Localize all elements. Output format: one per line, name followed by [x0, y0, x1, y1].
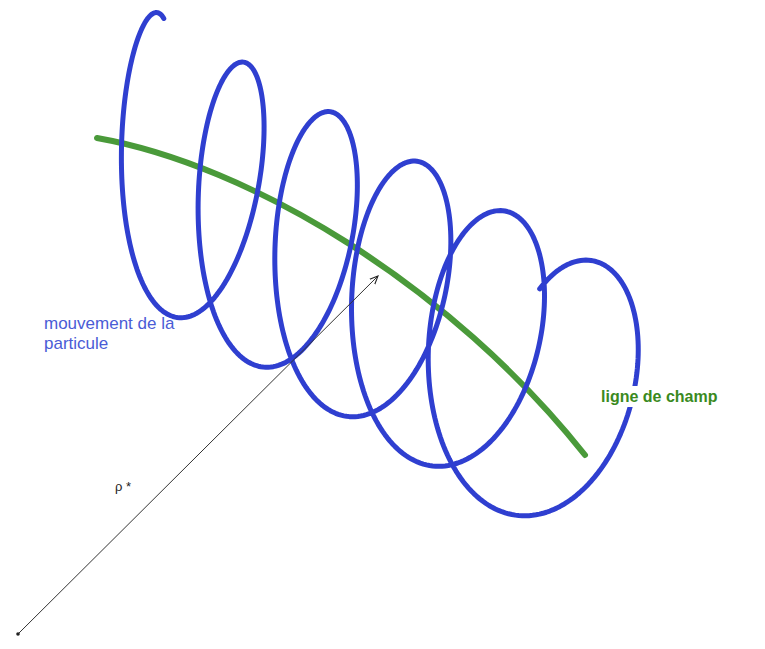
origin-dot: [16, 632, 20, 636]
field-line: [97, 138, 585, 455]
particle-label: mouvement de la particule: [44, 314, 204, 355]
vector-label: ρ *: [112, 478, 134, 496]
field-line-label: ligne de champ: [598, 386, 720, 407]
position-vector: [18, 276, 378, 634]
particle-helix: [121, 13, 638, 516]
